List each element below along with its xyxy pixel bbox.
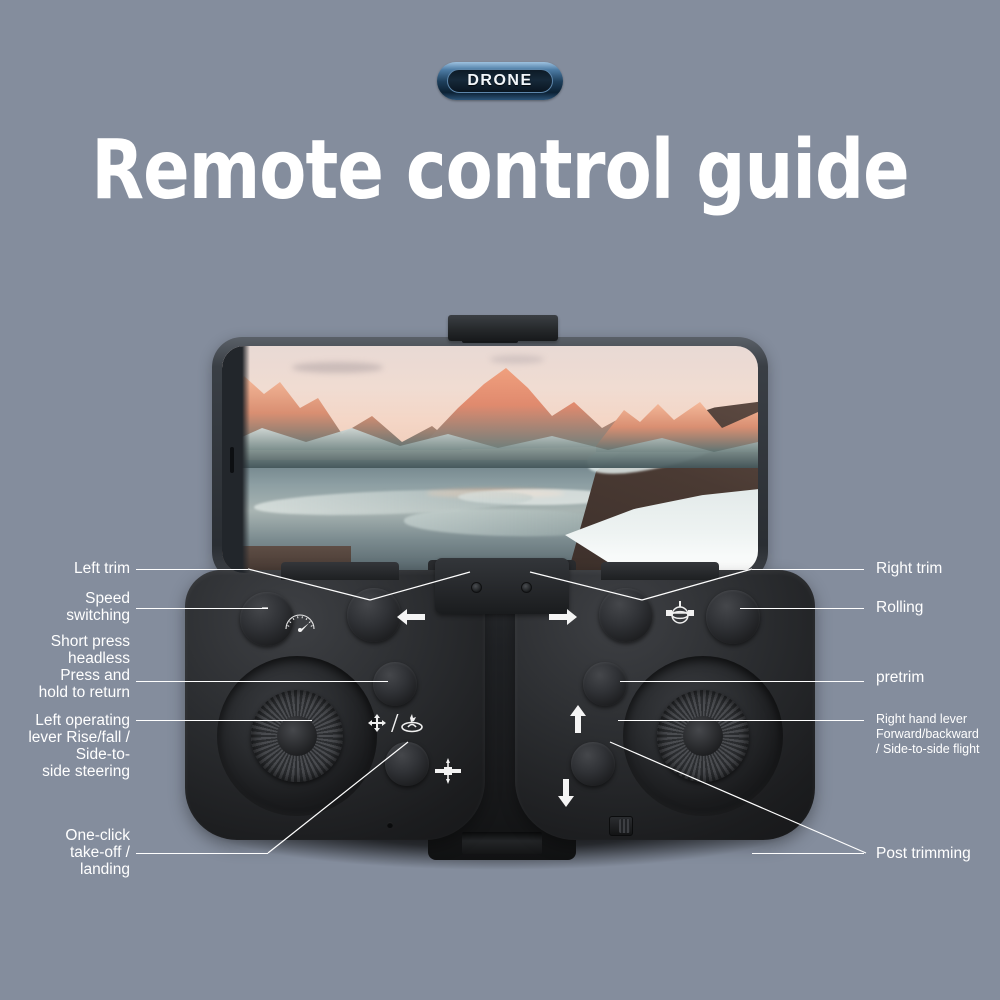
leader-takeoff-landing — [136, 853, 268, 854]
drone-logo-badge: DRONE — [437, 62, 563, 100]
left-joystick[interactable] — [251, 690, 343, 782]
screen-cloud — [291, 361, 383, 374]
3d-flip-roll-icon — [666, 601, 694, 624]
label-headless-return: Short press headless Press and hold to r… — [38, 633, 130, 701]
right-arrow-icon — [549, 609, 577, 625]
drone-remote-controller — [185, 558, 815, 870]
screen-mountains — [222, 368, 758, 468]
drone-logo-inner: DRONE — [447, 69, 553, 93]
label-left-trim: Left trim — [74, 560, 130, 577]
page-title: Remote control guide — [91, 123, 910, 218]
pretrim-button[interactable] — [583, 662, 627, 706]
screen-cloud — [490, 355, 544, 365]
leader-left-lever — [136, 720, 312, 721]
label-one-click-takeoff-landing: One-click take-off / landing — [65, 827, 130, 878]
phone-bezel-left — [222, 346, 250, 573]
phone-earpiece — [462, 339, 518, 343]
left-joystick-well — [217, 656, 377, 816]
leader-rolling — [740, 608, 864, 609]
leader-left-trim — [136, 569, 248, 570]
drone-logo-text: DRONE — [467, 72, 533, 89]
left-trim-button[interactable] — [347, 588, 401, 642]
phone-screen — [222, 346, 758, 573]
right-trim-button[interactable] — [599, 588, 653, 642]
label-right-trim: Right trim — [876, 560, 943, 577]
controller-left-shoulder — [281, 562, 399, 580]
mounted-smartphone — [212, 337, 768, 582]
up-arrow-icon — [570, 705, 586, 733]
label-rolling: Rolling — [876, 599, 924, 616]
leader-pretrim — [620, 681, 864, 682]
label-speed-switching: Speed switching — [66, 590, 130, 624]
phone-clamp-arm — [448, 315, 558, 341]
left-arrow-icon — [397, 609, 425, 625]
label-post-trimming: Post trimming — [876, 845, 971, 862]
leader-right-trim — [752, 569, 864, 570]
one-click-takeoff-landing-button[interactable] — [385, 742, 429, 786]
speedometer-icon — [285, 614, 315, 632]
label-pretrim: pretrim — [876, 669, 925, 686]
takeoff-landing-icon — [435, 758, 461, 784]
post-trimming-button[interactable] — [571, 742, 615, 786]
headless-mode-and-return-home-icon — [368, 714, 423, 733]
right-joystick-well — [623, 656, 783, 816]
hinge-screw — [471, 582, 482, 593]
controller-charge-port — [462, 832, 542, 854]
label-left-operating-lever: Left operating lever Rise/fall / Side-to… — [28, 712, 130, 780]
power-slider-switch[interactable] — [609, 816, 633, 836]
headless-return-button[interactable] — [373, 662, 417, 706]
leader-right-lever — [618, 720, 864, 721]
indicator-led — [387, 822, 393, 828]
label-right-hand-lever: Right hand lever Forward/backward / Side… — [876, 712, 980, 756]
rolling-button[interactable] — [706, 590, 760, 644]
leader-speed-switching — [136, 608, 268, 609]
hinge-screw — [521, 582, 532, 593]
right-joystick[interactable] — [657, 690, 749, 782]
leader-post-trimming — [752, 853, 864, 854]
down-arrow-icon — [558, 779, 574, 807]
controller-right-shoulder — [601, 562, 719, 580]
speed-switching-button[interactable] — [240, 592, 294, 646]
leader-headless-return — [136, 681, 388, 682]
